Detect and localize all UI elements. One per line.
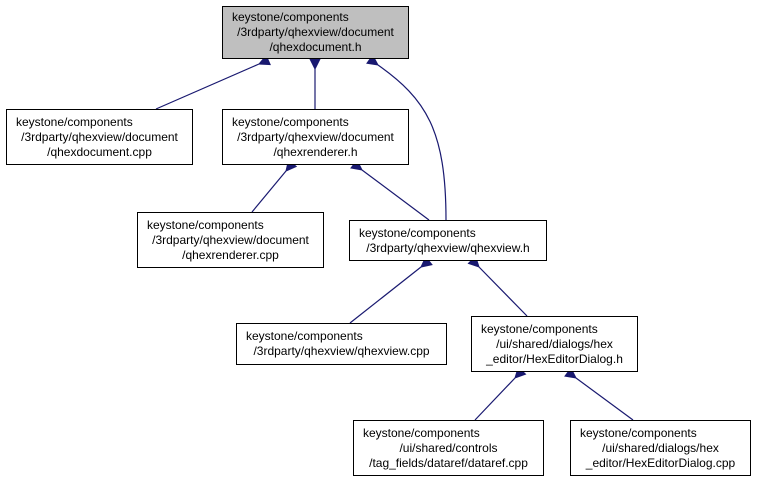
node-qhexview-h[interactable]: keystone/components/3rdparty/qhexview/qh… <box>349 220 547 261</box>
node-label-line: keystone/components <box>359 225 476 240</box>
node-hexeditordialog-h[interactable]: keystone/components/ui/shared/dialogs/he… <box>471 316 638 372</box>
edge-qhexview-h-to-qhexdocument-h <box>378 65 447 221</box>
node-label-line: /qhexdocument.h <box>269 40 362 54</box>
edge-hexeditordialog-cpp-to-hexeditordialog-h <box>576 378 634 421</box>
edge-qhexview-cpp-to-qhexview-h <box>349 267 421 324</box>
node-label-line: keystone/components <box>246 329 363 343</box>
node-label-line: /tag_fields/dataref/dataref.cpp <box>369 455 528 470</box>
node-label-line: /3rdparty/qhexview/document <box>21 129 178 144</box>
node-hexeditordialog-cpp[interactable]: keystone/components/ui/shared/dialogs/he… <box>570 420 751 476</box>
node-label-line: keystone/components <box>580 425 697 440</box>
node-label-line: _editor/HexEditorDialog.cpp <box>585 455 736 470</box>
node-qhexview-cpp[interactable]: keystone/components/3rdparty/qhexview/qh… <box>236 323 447 365</box>
node-label-line: /3rdparty/qhexview/document <box>237 25 394 39</box>
node-label-line: keystone/components <box>147 217 264 232</box>
node-qhexrenderer-cpp[interactable]: keystone/components/3rdparty/qhexview/do… <box>137 212 324 268</box>
node-label-line: /3rdparty/qhexview/qhexview.cpp <box>253 344 430 358</box>
node-label-line: keystone/components <box>232 10 349 24</box>
node-label-line: /3rdparty/qhexview/qhexview.h <box>366 240 530 255</box>
edge-qhexdocument-cpp-to-qhexdocument-h <box>155 64 259 110</box>
node-qhexdocument-cpp[interactable]: keystone/components/3rdparty/qhexview/do… <box>6 109 193 165</box>
edge-dataref-cpp-to-hexeditordialog-h <box>474 378 515 421</box>
node-qhexrenderer-h[interactable]: keystone/components/3rdparty/qhexview/do… <box>222 109 409 165</box>
edge-qhexrenderer-cpp-to-qhexrenderer-h <box>251 171 286 213</box>
node-dataref-cpp[interactable]: keystone/components/ui/shared/controls/t… <box>353 420 544 476</box>
node-qhexdocument-h[interactable]: keystone/components/3rdparty/qhexview/do… <box>222 6 409 59</box>
edge-hexeditordialog-h-to-qhexview-h <box>479 267 528 317</box>
node-label-line: keystone/components <box>363 425 480 440</box>
node-label-line: /ui/shared/dialogs/hex <box>496 336 613 351</box>
node-label-line: /ui/shared/controls <box>399 440 498 455</box>
node-label-line: keystone/components <box>232 114 349 129</box>
node-label-line: keystone/components <box>481 321 598 336</box>
node-label-line: /qhexrenderer.h <box>273 144 358 159</box>
node-label-line: /3rdparty/qhexview/document <box>237 129 394 144</box>
node-label-line: /3rdparty/qhexview/document <box>152 232 309 247</box>
node-label-line: /qhexdocument.cpp <box>47 144 152 159</box>
edge-qhexview-h-to-qhexrenderer-h <box>362 170 430 221</box>
node-label-line: _editor/HexEditorDialog.h <box>486 351 623 366</box>
node-label-line: /ui/shared/dialogs/hex <box>602 440 719 455</box>
node-label-line: /qhexrenderer.cpp <box>182 247 279 262</box>
node-label-line: keystone/components <box>16 114 133 129</box>
